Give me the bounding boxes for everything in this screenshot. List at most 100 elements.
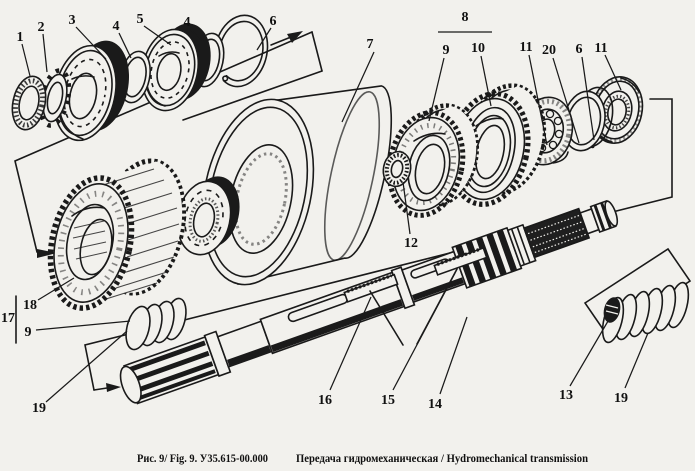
part-number-14: 14 [428, 397, 442, 412]
part-number-15: 15 [381, 393, 395, 408]
ring-nut-1 [11, 75, 47, 131]
part-number-8: 8 [462, 10, 469, 25]
bearing-bore-hatch [188, 197, 220, 243]
key-body [343, 273, 399, 303]
shaft-14 [119, 199, 619, 405]
part-number-4: 4 [113, 19, 120, 34]
shade-arc [71, 75, 95, 80]
ring-nut-knurl [12, 78, 46, 128]
bearing-on-drum [176, 176, 240, 256]
gear-front-teeth [386, 110, 466, 218]
plug-hatch [605, 310, 619, 315]
callout-leader-14 [439, 316, 468, 395]
gear-tooth-flanks [102, 168, 180, 300]
callout-leader-5 [143, 25, 172, 46]
callout-leader-13 [569, 315, 612, 387]
key-seat-line [369, 290, 404, 346]
part-number-5: 5 [137, 12, 144, 27]
part-number-19: 19 [32, 401, 46, 416]
part-number-1: 1 [17, 30, 24, 45]
part-number-11: 11 [519, 40, 532, 55]
shade-arc [552, 151, 569, 164]
part-number-19: 19 [614, 391, 628, 406]
part-number-18: 18 [23, 298, 37, 313]
callout-leader-4 [118, 32, 132, 59]
shaft-threads [523, 207, 591, 259]
bearing-rollers [60, 55, 110, 131]
group-brackets [14, 31, 692, 392]
bearing-bore-hatch [603, 94, 631, 130]
part-number-13: 13 [559, 388, 573, 403]
gear-bore-ring [414, 143, 446, 195]
shade-arc [59, 111, 84, 140]
gear-bore-splines [72, 220, 108, 260]
bearing-bore [156, 52, 182, 92]
callout-leader-19 [45, 330, 128, 403]
part-number-20: 20 [542, 43, 556, 58]
part-number-6: 6 [270, 14, 277, 29]
bearing-5 [140, 23, 211, 112]
callout-leader-15 [392, 272, 456, 391]
snap-ring-hook [222, 75, 229, 82]
callout-leader-10 [480, 55, 492, 107]
shaft-end-face [119, 365, 142, 404]
callout-leader-9 [428, 57, 445, 122]
caption-figure-number: Рис. 9/ Fig. 9. У35.615-00.000 [137, 451, 268, 465]
shaft-spline-grooves [126, 340, 216, 401]
spring-right-19 [601, 281, 690, 344]
part-number-11: 11 [594, 41, 607, 56]
drum-7 [201, 85, 393, 286]
part-number-9: 9 [443, 43, 450, 58]
shaft-tip-face [604, 200, 619, 227]
panel-edge-bottom [182, 70, 323, 121]
gear-back-teeth [465, 83, 547, 195]
callout-leader-3 [75, 26, 107, 60]
assembly-arrow-top [270, 36, 292, 46]
lock-washer-bore [46, 81, 64, 115]
shaft-shade [227, 345, 271, 367]
bearing-bore [192, 202, 216, 238]
shade-arc [158, 51, 180, 57]
shade-arc [620, 77, 640, 93]
drum-seam [323, 90, 381, 262]
part-number-17: 17 [1, 311, 15, 326]
spring-left-19 [125, 297, 187, 351]
plug-13 [603, 297, 621, 323]
spring-washer-9 [125, 305, 151, 351]
snap-ring-outer [213, 14, 269, 88]
bearing-3 [53, 40, 130, 142]
part-number-3: 3 [69, 13, 76, 28]
part-number-10: 10 [471, 41, 485, 56]
gear-18 [47, 158, 187, 311]
callout-leader-18 [37, 277, 75, 301]
bearing-rollers [147, 38, 193, 102]
assembly-arrow-bottom [93, 387, 108, 391]
callout-leader-12 [402, 181, 411, 235]
shade-arc [413, 132, 446, 142]
gear-bore [474, 124, 506, 180]
panel-edge-right [311, 31, 323, 72]
part-number-7: 7 [367, 37, 374, 52]
callout-leader-6 [581, 56, 595, 141]
callout-leader-11 [528, 54, 548, 146]
group-upper-left-parts [11, 14, 269, 142]
bushing-bore [390, 159, 404, 179]
callout-leader-20 [552, 57, 580, 144]
tip-ring [593, 205, 606, 231]
assembly-arrow-bottom-head [106, 383, 121, 392]
gear-back-teeth [402, 103, 480, 207]
callout-leader-16 [329, 296, 372, 391]
part-number-4: 4 [184, 15, 191, 30]
ring-nut-bore [18, 85, 40, 121]
shaft-shade [412, 277, 464, 301]
drum-bore-hatch [234, 152, 288, 246]
callout-leader-19 [624, 332, 649, 389]
part-number-6: 6 [576, 42, 583, 57]
bushing-12 [382, 150, 412, 188]
gear-front-teeth [447, 91, 531, 207]
groove [511, 229, 525, 265]
gear-9 [386, 103, 480, 218]
shade-arc [475, 117, 504, 127]
